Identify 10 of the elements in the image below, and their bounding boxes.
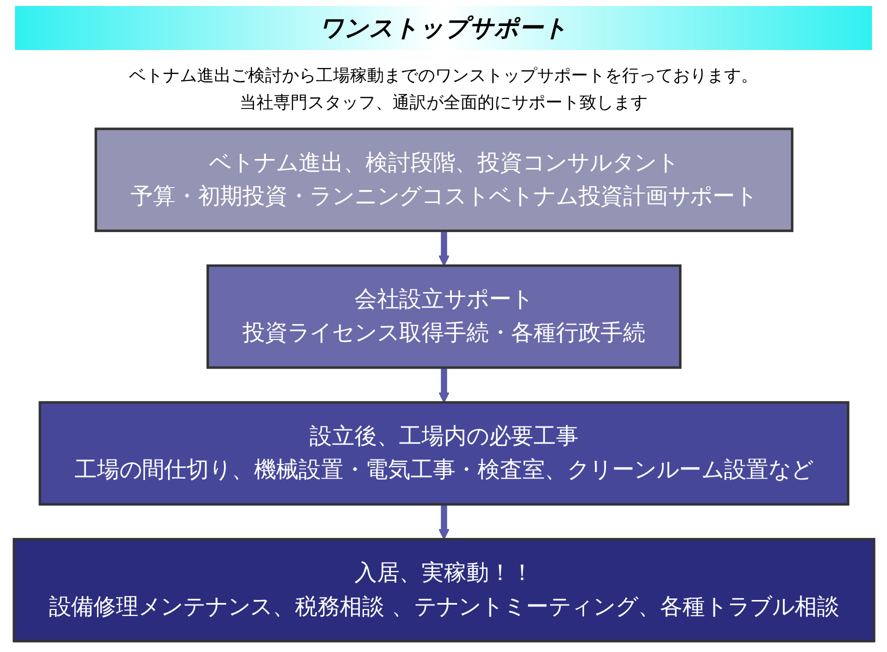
intro-text: ベトナム進出ご検討から工場稼動までのワンストップサポートを行っております。 xyxy=(129,65,758,87)
node-box: 入居、実稼動！！ 設備修理メンテナンス、税務相談 、テナントミーティング、各種トラブル相談 xyxy=(12,538,875,642)
node-box: ベトナム進出、検討段階、投資コンサルタント 予算・初期投資・ランニングコストベトナム投資計画サポート xyxy=(94,128,793,232)
arrow xyxy=(438,367,449,403)
node-box: 設立後、工場内の必要工事 工場の間仕切り、機械設置・電気工事・検査室、クリーンルーム設置など xyxy=(38,401,849,506)
node-box: 会社設立サポート 投資ライセンス取得手続・各種行政手続 xyxy=(206,264,681,369)
intro-text: 当社専門スタッフ、通訳が全面的にサポート致します xyxy=(238,92,648,114)
arrow xyxy=(438,230,449,266)
arrow xyxy=(438,504,449,540)
title-banner: ワンストップサポート xyxy=(15,6,872,50)
